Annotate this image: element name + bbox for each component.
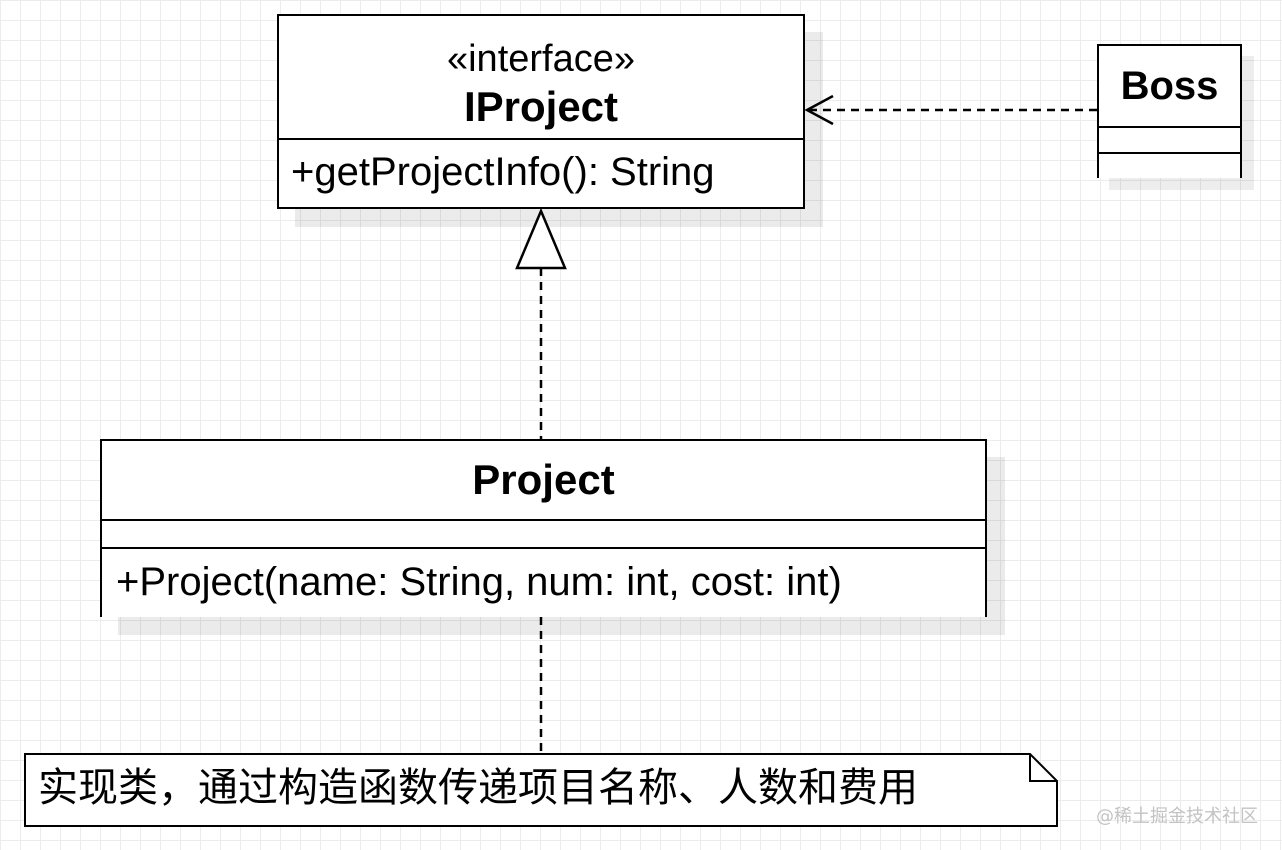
iproject-title: IProject: [463, 83, 619, 130]
dependency-connector: [804, 94, 1097, 126]
note-text: 实现类，通过构造函数传递项目名称、人数和费用: [38, 765, 918, 811]
note-folded-corner: [1029, 754, 1057, 782]
dependency-open-arrowhead: [804, 94, 834, 126]
boss-title: Boss: [1099, 46, 1240, 128]
boss-methods: [1099, 154, 1240, 178]
note-outline: [24, 753, 1058, 827]
project-methods: +Project(name: String, num: int, cost: i…: [102, 549, 985, 617]
project-constructor: +Project(name: String, num: int, cost: i…: [116, 560, 842, 604]
get-project-info-method: +getProjectInfo(): String: [291, 150, 715, 194]
project-attributes: [102, 521, 985, 549]
iproject-interface-box: «interface» IProject +getProjectInfo(): …: [277, 14, 805, 209]
uml-note: 实现类，通过构造函数传递项目名称、人数和费用: [24, 753, 1058, 827]
iproject-header: «interface» IProject: [279, 16, 803, 140]
realization-connector: [515, 207, 567, 439]
note-shape: [24, 753, 1058, 827]
boss-attributes: [1099, 128, 1240, 154]
project-title: Project: [102, 441, 985, 521]
realization-hollow-triangle: [515, 207, 567, 270]
iproject-methods: +getProjectInfo(): String: [279, 140, 803, 207]
project-class-box: Project +Project(name: String, num: int,…: [100, 439, 987, 617]
interface-stereotype: «interface»: [446, 38, 635, 80]
boss-class-box: Boss: [1097, 44, 1242, 178]
watermark: @稀土掘金技术社区: [1096, 806, 1258, 827]
